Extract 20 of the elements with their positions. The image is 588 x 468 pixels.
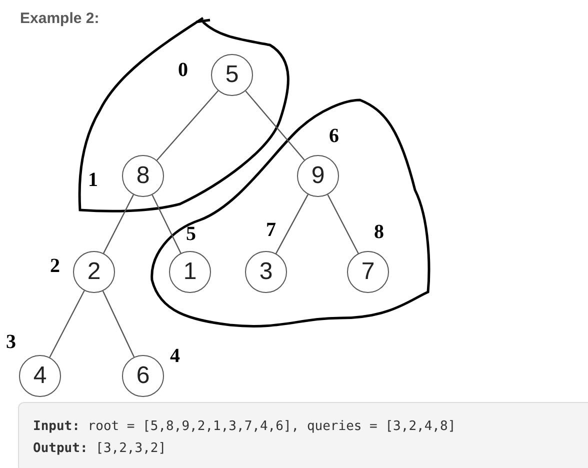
tree-edge: [103, 194, 134, 254]
tree-edge: [49, 290, 85, 358]
index-label: 6: [329, 126, 339, 146]
index-label: 5: [186, 224, 196, 244]
tree-edge: [152, 194, 182, 254]
index-label: 3: [6, 332, 16, 352]
index-label: 1: [88, 170, 98, 190]
code-line: Output: [3,2,3,2]: [33, 440, 168, 458]
index-label: 7: [266, 220, 276, 240]
tree-edge: [245, 90, 305, 160]
tree-edge: [102, 290, 135, 358]
index-label: 8: [374, 222, 384, 242]
heading: Example 2:: [20, 9, 100, 29]
tree-edge: [275, 194, 309, 254]
index-label: 2: [50, 256, 60, 276]
code-line: Input: root = [5,8,9,2,1,3,7,4,6], queries = [3,2,4,8]: [33, 418, 457, 436]
tree-edge: [327, 194, 359, 254]
index-label: 0: [178, 60, 188, 80]
tree-edge: [156, 90, 219, 161]
index-label: 4: [170, 346, 180, 366]
